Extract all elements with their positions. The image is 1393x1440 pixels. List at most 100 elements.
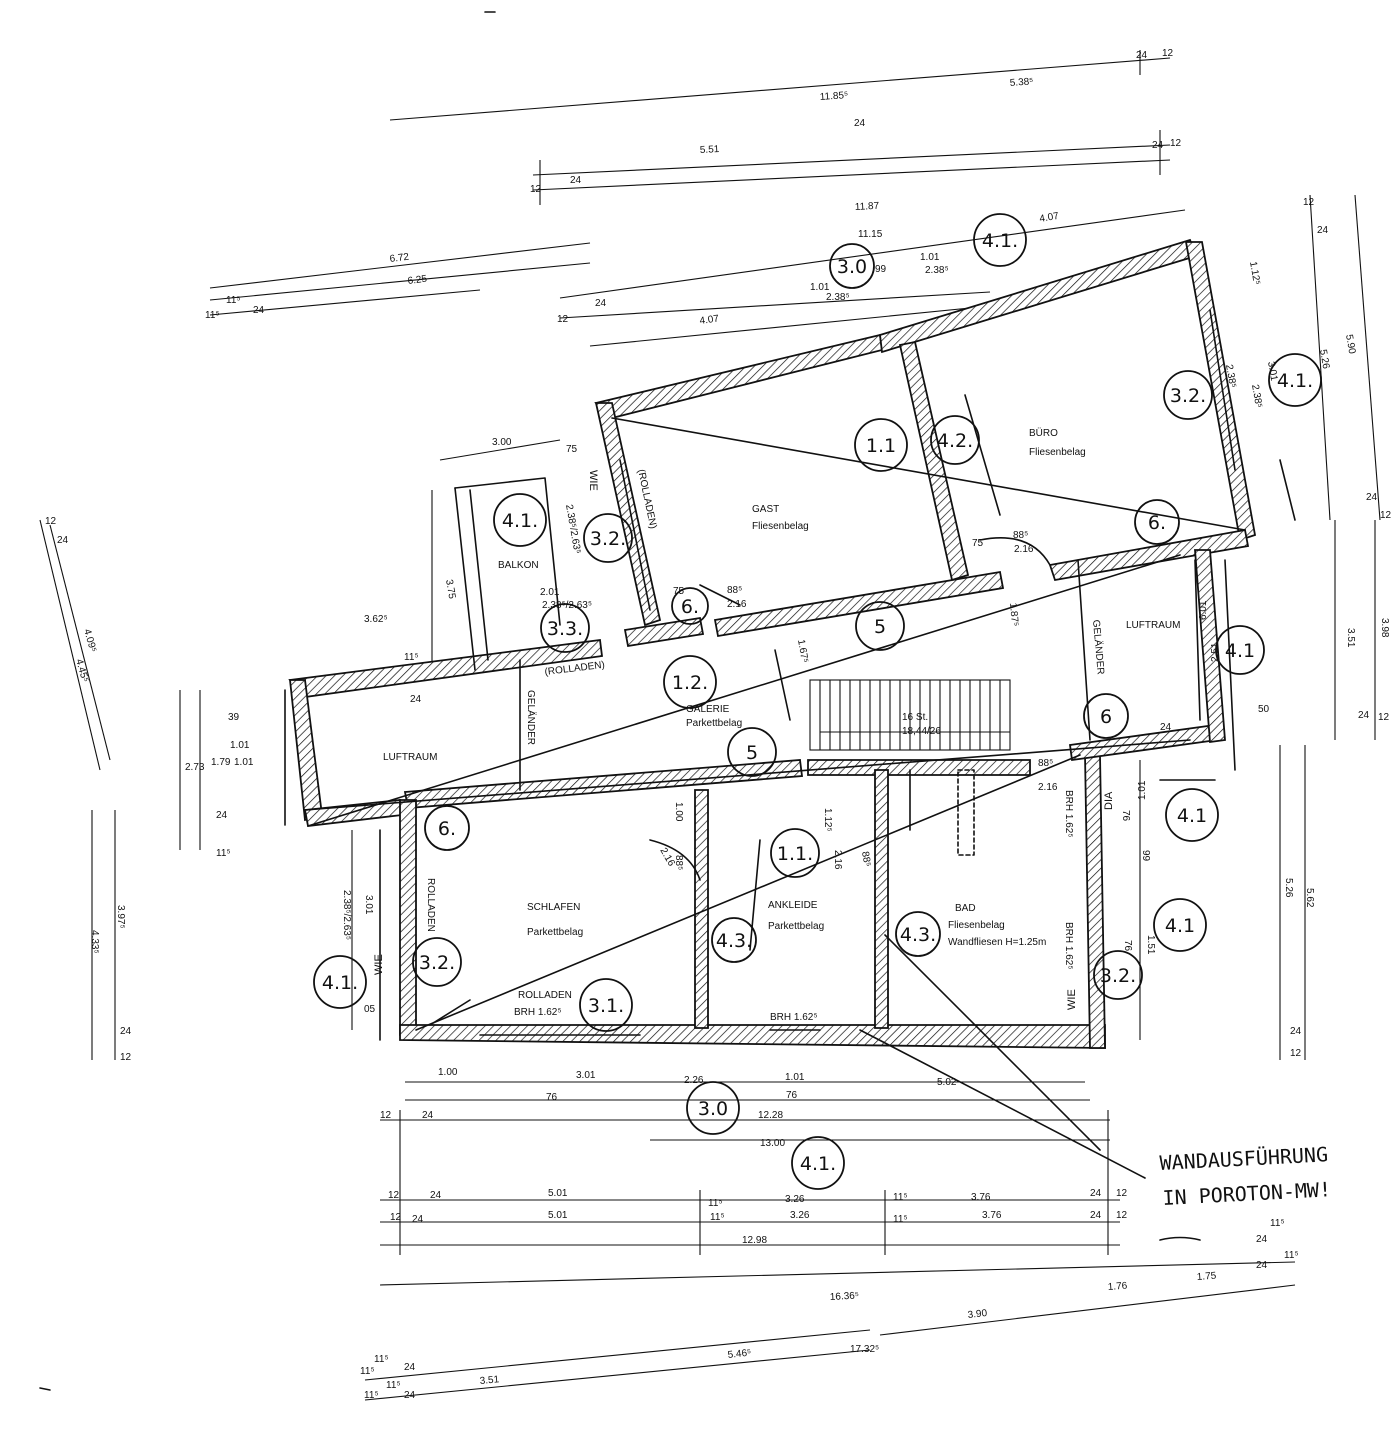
dim-label: 11⁵ bbox=[216, 848, 231, 859]
dim-label: 11⁵ bbox=[893, 1214, 908, 1225]
marker-circle: 3.2. bbox=[583, 513, 633, 563]
dim-label: 2.38⁵/2.63⁵ bbox=[563, 504, 583, 555]
wall-south bbox=[399, 1024, 1106, 1049]
dim-label: 2.51 bbox=[1210, 642, 1221, 662]
svg-text:1.1: 1.1 bbox=[866, 435, 896, 457]
dim-label: 12 bbox=[1116, 1188, 1128, 1199]
room-schlafen-name: SCHLAFEN bbox=[527, 902, 580, 913]
svg-text:3.2.: 3.2. bbox=[1100, 965, 1136, 987]
dim-label: 5.26 bbox=[1317, 349, 1331, 371]
dim-label: 3.51 bbox=[479, 1374, 500, 1387]
wall-schlafen-ankleide bbox=[694, 789, 709, 1029]
dim-label: 12 bbox=[1162, 48, 1174, 59]
marker-circle: 4.3. bbox=[895, 911, 941, 957]
label-brh-schlafen: BRH 1.62⁵ bbox=[514, 1007, 562, 1018]
wall-gast-north bbox=[594, 333, 883, 419]
wall-bad-northeast bbox=[1068, 723, 1219, 762]
dim-label: 24 bbox=[595, 298, 607, 309]
room-ankleide-floor: Parkettbelag bbox=[768, 921, 824, 932]
wall-bad-east bbox=[1084, 754, 1106, 1049]
dim-label: 24 bbox=[1256, 1234, 1268, 1245]
marker-circle: 1.1. bbox=[770, 828, 820, 878]
wall-ankleide-bad bbox=[874, 769, 889, 1029]
wall-buero-south bbox=[1048, 528, 1250, 582]
dim-label: 24 bbox=[854, 118, 866, 129]
dim-label: 24 bbox=[1317, 225, 1329, 236]
dim-label: 1.00 bbox=[673, 802, 684, 822]
svg-text:3.3.: 3.3. bbox=[547, 618, 583, 640]
dimension-text-top: 11.85⁵ 5.38⁵ 24 12 5.51 24 24 12 12 24 1… bbox=[205, 48, 1264, 409]
svg-text:1.1.: 1.1. bbox=[777, 843, 813, 865]
marker-circle: 6 bbox=[1083, 693, 1129, 739]
dim-label: 11⁵ bbox=[708, 1198, 723, 1209]
dim-label: 2.38⁵/2.63⁵ bbox=[341, 890, 352, 940]
dim-label: 6.25 bbox=[407, 274, 428, 287]
dim-label: 12 bbox=[120, 1052, 132, 1063]
note-line-2: IN POROTON-MW! bbox=[1162, 1177, 1332, 1210]
dim-label: 24 bbox=[253, 305, 265, 316]
wall-schlafen-north bbox=[403, 759, 804, 809]
room-bad-tiles: Wandfliesen H=1.25m bbox=[948, 937, 1046, 948]
marker-circle: 1.1 bbox=[854, 418, 908, 472]
dim-label: 1.00 bbox=[438, 1067, 458, 1078]
label-stairs-count: 16 St. bbox=[902, 712, 928, 723]
dim-label: 4.07 bbox=[1039, 211, 1061, 225]
dim-label: 6.01 bbox=[1198, 600, 1209, 620]
wall-schlafen-west bbox=[399, 799, 417, 1036]
svg-text:5: 5 bbox=[746, 742, 758, 764]
dim-label: 24 bbox=[430, 1190, 442, 1201]
dim-label: 05 bbox=[364, 1004, 376, 1015]
wall-gast-buero bbox=[898, 340, 970, 582]
label-brh-bad-bottom: BRH 1.62⁵ bbox=[1063, 922, 1074, 970]
dim-label: 88⁵ bbox=[859, 851, 872, 868]
label-wie-bad: WIE bbox=[1066, 989, 1078, 1010]
dim-label: 24 bbox=[410, 694, 422, 705]
dim-label: 1.12⁵ bbox=[822, 808, 833, 832]
dim-label: 1.01 bbox=[234, 757, 254, 768]
dim-label: 12 bbox=[388, 1190, 400, 1201]
marker-circle: 6. bbox=[1134, 499, 1180, 545]
dim-label: 3.01 bbox=[576, 1070, 596, 1081]
dim-label: 11⁵ bbox=[226, 295, 241, 306]
dim-label: 24 bbox=[422, 1110, 434, 1121]
label-stairs-dim: 18,44/26 bbox=[902, 726, 941, 737]
dim-label: 1.79 bbox=[211, 757, 231, 768]
stray-marks bbox=[39, 11, 1201, 1391]
marker-circle: 3.0 bbox=[686, 1081, 740, 1135]
dim-label: 2.73 bbox=[185, 762, 205, 773]
dim-label: 1.01 bbox=[920, 252, 940, 263]
dim-label: 39 bbox=[228, 712, 240, 723]
dim-label: 3.62⁵ bbox=[364, 614, 388, 625]
dim-label: 76 bbox=[1122, 940, 1133, 952]
dim-label: 24 bbox=[216, 810, 228, 821]
marker-circle: 3.2. bbox=[1093, 950, 1143, 1000]
marker-circle: 3.3. bbox=[540, 603, 590, 653]
svg-text:6: 6 bbox=[1100, 706, 1112, 728]
label-brh-bad-top: BRH 1.62⁵ bbox=[1063, 790, 1074, 838]
svg-text:4.1: 4.1 bbox=[1177, 805, 1207, 827]
svg-text:4.1.: 4.1. bbox=[502, 510, 538, 532]
room-labels: GAST Fliesenbelag BÜRO Fliesenbelag BALK… bbox=[383, 427, 1180, 948]
label-rolladen-south: ROLLADEN bbox=[518, 990, 572, 1001]
svg-text:3.2.: 3.2. bbox=[590, 528, 626, 550]
dim-label: 3.26 bbox=[790, 1210, 810, 1221]
marker-circle: 4.3. bbox=[711, 917, 757, 963]
dim-label: 12 bbox=[1303, 197, 1315, 208]
dim-label: 11⁵ bbox=[374, 1354, 389, 1365]
dim-label: 4.07 bbox=[699, 313, 720, 327]
dim-label: 1.01 bbox=[1137, 780, 1148, 800]
wall-balkon-corner bbox=[623, 616, 705, 648]
dim-label: 11⁵ bbox=[205, 310, 220, 321]
svg-text:4.3.: 4.3. bbox=[900, 924, 936, 946]
dim-label: 2.16 bbox=[727, 599, 747, 610]
dim-label: 1.01 bbox=[785, 1072, 805, 1083]
dim-label: 76 bbox=[1120, 810, 1131, 822]
wall-buero-east bbox=[1184, 241, 1257, 542]
room-bad-floor: Fliesenbelag bbox=[948, 920, 1005, 931]
marker-circle: 5 bbox=[727, 727, 777, 777]
dim-label: 11.87 bbox=[855, 201, 880, 213]
dim-label: 3.98 bbox=[1379, 618, 1390, 638]
dim-label: 88⁵ bbox=[673, 855, 684, 870]
dimension-text-right: 12 24 1.12⁵ 5.26 5.90 2.38⁵ 3.01 24 12 6… bbox=[673, 197, 1392, 1059]
dim-label: 3.90 bbox=[967, 1308, 988, 1321]
